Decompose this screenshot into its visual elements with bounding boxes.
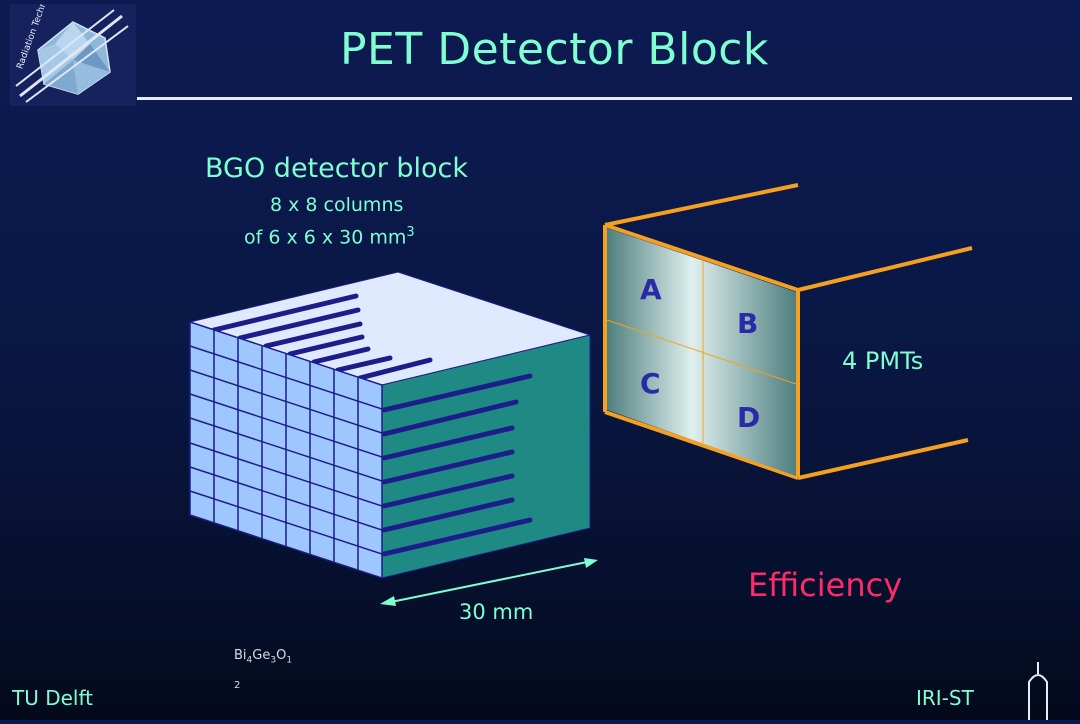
bgo-formula: Bi4Ge3O1: [234, 648, 293, 666]
pmt-frame: [603, 183, 973, 480]
footer-left-label: TU Delft: [12, 686, 94, 710]
pmt-divider-horizontal: [606, 319, 797, 385]
footer-right-label: IRI-ST: [916, 686, 974, 710]
radiation-technology-logo: Radiation Technology: [10, 4, 136, 106]
bgo-formula-wrap: 2: [234, 680, 241, 691]
dimension-arrow: [380, 558, 598, 606]
block-top-slots: [211, 293, 433, 381]
block-front-face: [189, 320, 383, 580]
quadrant-a-label: A: [640, 273, 662, 306]
bgo-block-title: BGO detector block: [205, 153, 469, 184]
efficiency-label: Efficiency: [748, 566, 903, 604]
dimension-label: 30 mm: [459, 600, 534, 624]
pmt-count-label: 4 PMTs: [842, 347, 924, 375]
page-title: PET Detector Block: [340, 24, 769, 75]
title-divider: [137, 97, 1072, 100]
quadrant-b-label: B: [737, 307, 759, 340]
quadrant-d-label: D: [737, 401, 761, 434]
block-side-slots: [381, 373, 533, 557]
bgo-block-columns: 8 x 8 columns: [270, 194, 404, 216]
bgo-block-dimensions: of 6 x 6 x 30 mm3: [244, 225, 415, 249]
tower-icon: [1026, 660, 1050, 720]
quadrant-c-label: C: [640, 367, 661, 400]
